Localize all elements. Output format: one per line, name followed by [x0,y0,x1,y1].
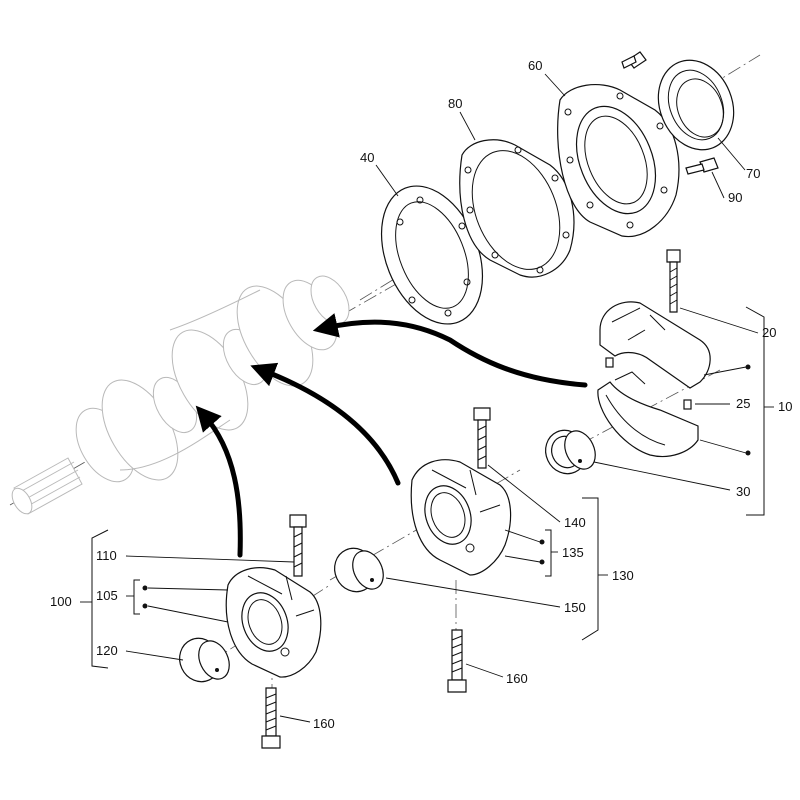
label-100: 100 [50,594,72,609]
part-labels: 60 80 40 70 90 20 25 10 30 140 135 130 1… [50,58,792,731]
label-30: 30 [736,484,750,499]
group-brackets [80,306,774,669]
bearing-block-assembly-130 [329,407,521,693]
label-110: 110 [96,548,117,563]
crankshaft-ghost [9,109,701,515]
label-135: 135 [562,545,584,560]
label-130: 130 [612,568,634,583]
label-80: 80 [448,96,462,111]
label-90: 90 [728,190,742,205]
label-120: 120 [96,643,118,658]
bearing-cap-assembly-10 [545,249,721,475]
label-105: 105 [96,588,118,603]
label-160-middle: 160 [506,671,528,686]
leader-lines [125,73,759,723]
bearing-block-assembly-100 [179,514,331,749]
label-40: 40 [360,150,374,165]
assembly-arrows [195,313,588,558]
label-70: 70 [746,166,760,181]
label-20: 20 [762,325,776,340]
label-25: 25 [736,396,750,411]
label-140: 140 [564,515,586,530]
label-10: 10 [778,399,792,414]
rear-cover-plates [359,51,761,325]
label-160-lower: 160 [313,716,335,731]
label-60: 60 [528,58,542,73]
label-150: 150 [564,600,586,615]
